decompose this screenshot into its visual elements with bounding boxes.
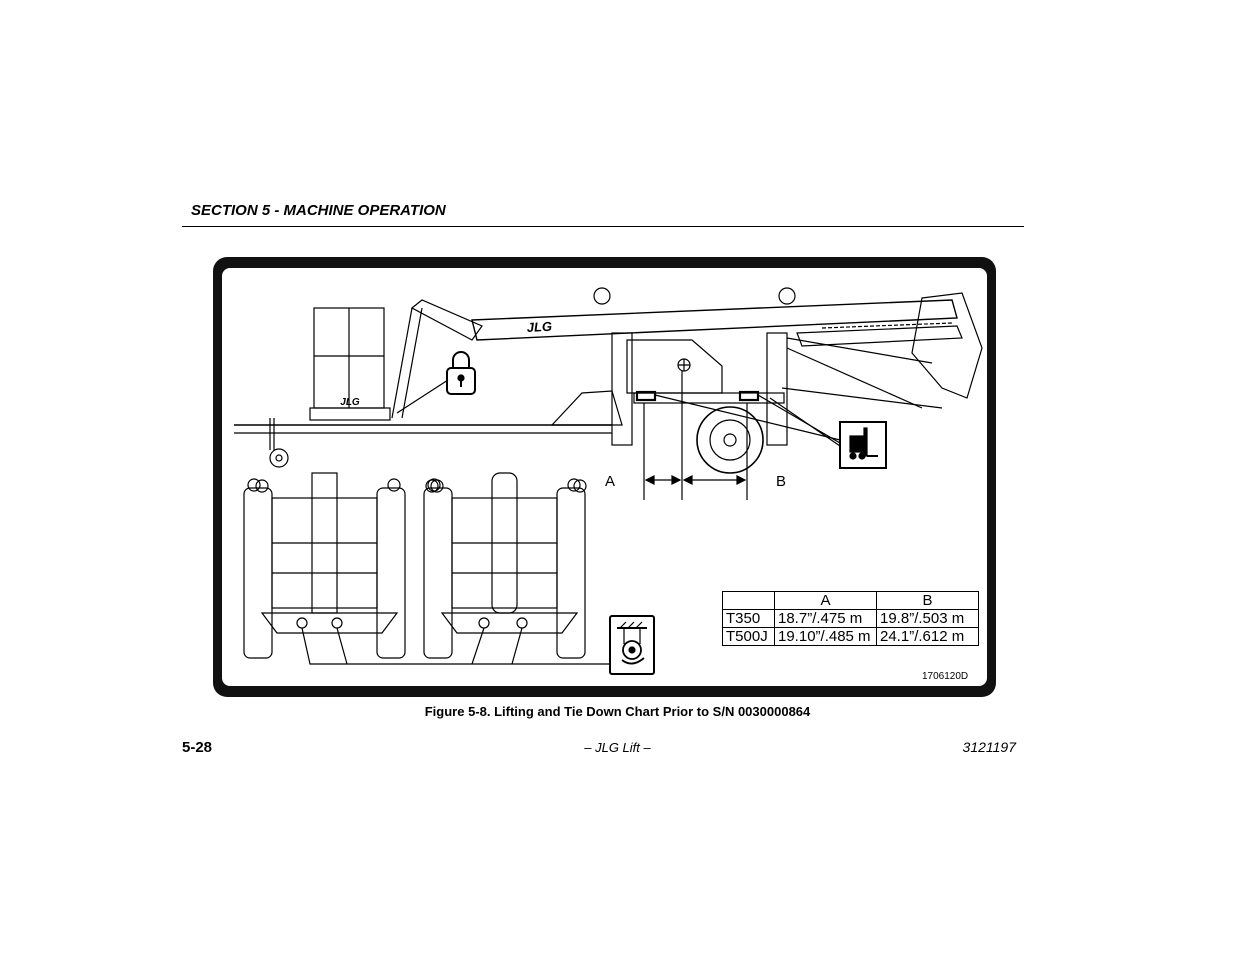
tie-down-icon — [609, 615, 655, 675]
figure-panel: JLG JLG — [222, 268, 987, 686]
table-header-row: A B — [722, 591, 979, 610]
dimension-lines — [643, 371, 748, 500]
lock-leader-line — [396, 379, 449, 414]
wheel — [696, 406, 764, 474]
table-header-cell — [722, 591, 775, 610]
brand-mark-boom: JLG — [526, 319, 552, 335]
table-cell: 19.8”/.503 m — [876, 609, 979, 628]
platform-basket: JLG — [309, 307, 391, 421]
turntable — [611, 332, 788, 446]
lock-icon — [446, 351, 476, 395]
dimension-label-a: A — [605, 473, 616, 490]
table-row: T500J 19.10”/.485 m 24.1”/.612 m — [722, 627, 979, 646]
boom-assembly — [391, 292, 983, 419]
table-cell: 18.7”/.475 m — [774, 609, 877, 628]
page-number: 5-28 — [182, 739, 213, 756]
dimension-label-b: B — [776, 473, 787, 490]
brand-mark-basket: JLG — [340, 397, 360, 408]
table-cell: T350 — [722, 609, 775, 628]
lift-leader-lines — [654, 394, 841, 447]
table-row: T350 18.7”/.475 m 19.8”/.503 m — [722, 609, 979, 628]
trailer-chassis — [234, 390, 623, 468]
document-number: 3121197 — [962, 739, 1016, 755]
table-header-cell: B — [876, 591, 979, 610]
header-rule — [182, 226, 1024, 227]
front-view-left — [243, 472, 406, 659]
figure-caption: Figure 5-8. Lifting and Tie Down Chart P… — [424, 704, 811, 719]
tie-down-leader-lines — [301, 627, 610, 665]
machine-drawing: JLG JLG — [234, 287, 983, 675]
table-cell: 19.10”/.485 m — [774, 627, 877, 646]
front-view-right — [423, 472, 586, 659]
forklift-icon — [839, 421, 887, 469]
table-cell: 24.1”/.612 m — [876, 627, 979, 646]
figure-frame: JLG JLG — [213, 257, 996, 697]
footer-title: – JLG Lift – — [584, 740, 651, 755]
boom-rests — [255, 287, 796, 493]
lift-dimension-table: A B T350 18.7”/.475 m 19.8”/.503 m T500J… — [722, 591, 979, 646]
drawing-id: 1706120D — [922, 671, 969, 682]
section-title: SECTION 5 - MACHINE OPERATION — [191, 202, 446, 219]
table-cell: T500J — [722, 627, 775, 646]
table-header-cell: A — [774, 591, 877, 610]
